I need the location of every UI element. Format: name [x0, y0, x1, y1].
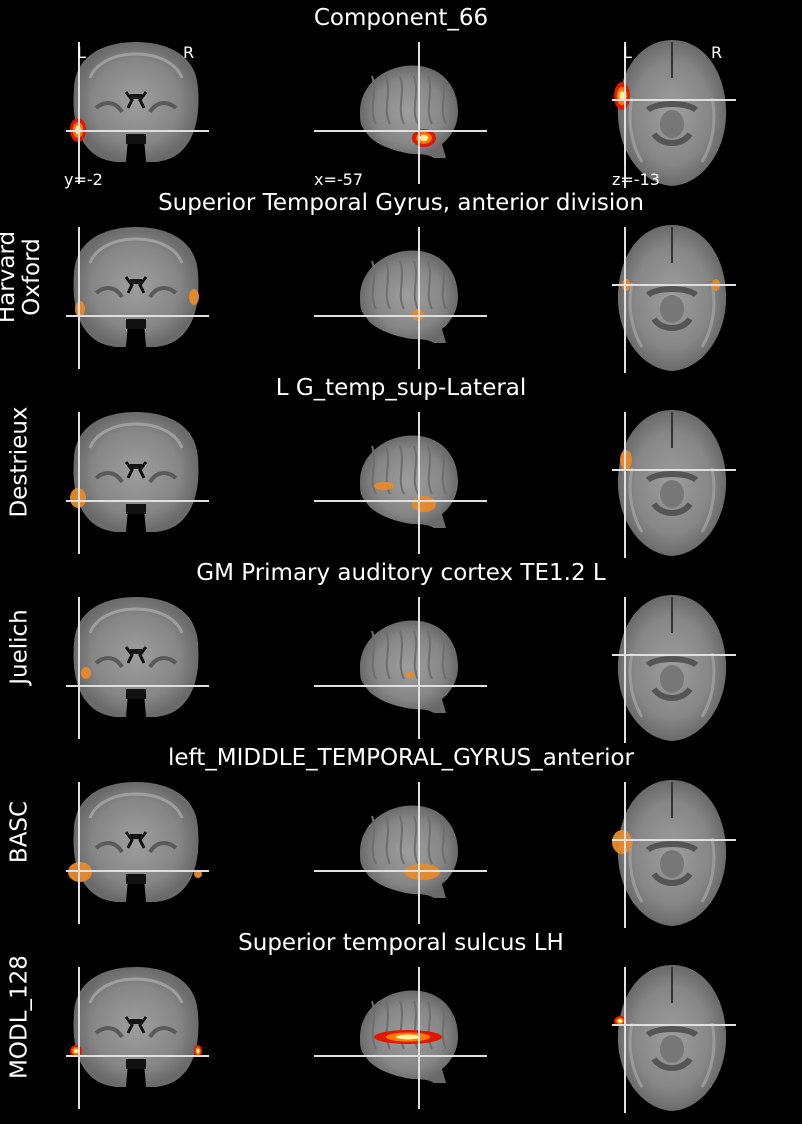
- sagittal-brain-silhouette: [360, 250, 458, 343]
- row-title: Superior Temporal Gyrus, anterior divisi…: [158, 190, 644, 216]
- atlas-label: Juelich: [6, 609, 33, 685]
- atlas-label: Harvard Oxford: [0, 230, 45, 324]
- coronal-right-marker: R: [183, 43, 195, 62]
- coronal-left-marker: L: [77, 43, 86, 62]
- slice-row: GM Primary auditory cortex TE1.2 L Juelic…: [0, 555, 802, 743]
- axial-right-marker: R: [711, 43, 723, 62]
- row-title: L G_temp_sup-Lateral: [275, 375, 527, 401]
- slice-row: Superior Temporal Gyrus, anterior divisi…: [0, 185, 802, 373]
- atlas-label: BASC: [6, 800, 33, 864]
- row-title: Superior temporal sulcus LH: [238, 930, 564, 956]
- slice-row: Component_66 y=-2 x=-57 z=-13 L R L R: [0, 0, 802, 189]
- row-title: GM Primary auditory cortex TE1.2 L: [196, 560, 606, 586]
- row-title: Component_66: [313, 5, 489, 31]
- axial-left-marker: L: [623, 43, 632, 62]
- coronal-coordinate-label: y=-2: [64, 170, 103, 189]
- slice-row: Superior temporal sulcus LH MODL_128: [0, 925, 802, 1113]
- axial-coordinate-label: z=-13: [612, 170, 660, 189]
- row-title: left_MIDDLE_TEMPORAL_GYRUS_anterior: [168, 745, 634, 771]
- sagittal-brain-silhouette: [360, 620, 458, 713]
- atlas-label: MODL_128: [6, 955, 33, 1079]
- sagittal-coordinate-label: x=-57: [314, 170, 364, 189]
- atlas-label: Destrieux: [6, 406, 33, 518]
